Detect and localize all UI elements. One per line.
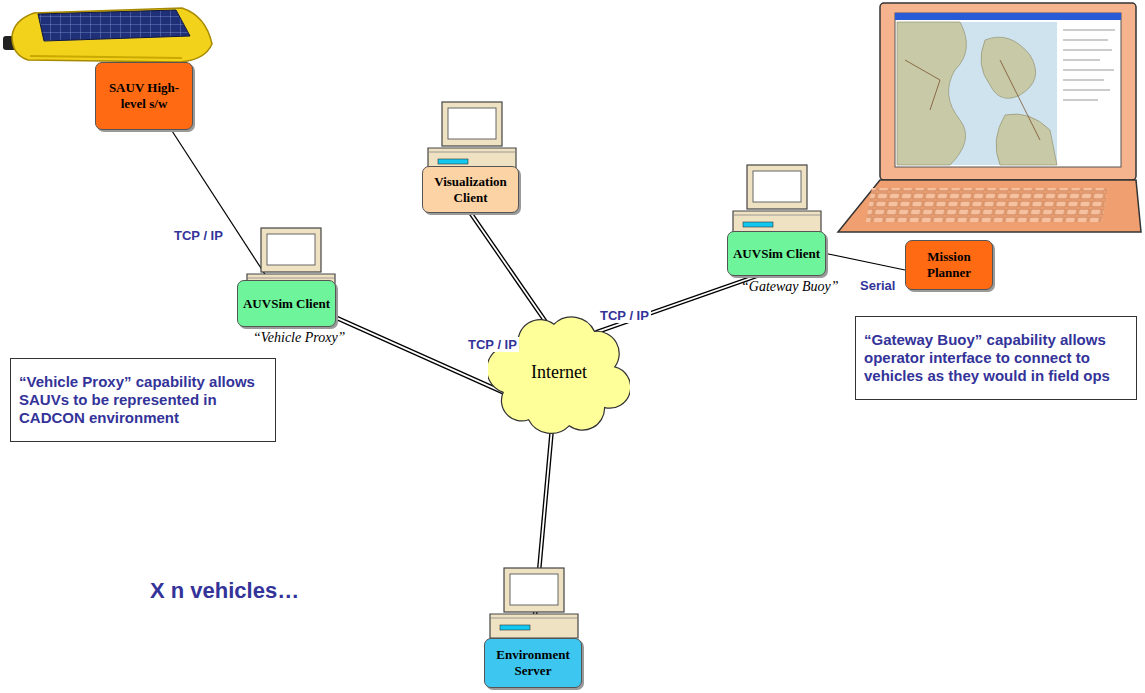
node-text: AUVSim Client xyxy=(243,296,330,312)
node-text: Internet xyxy=(531,362,587,383)
multiplicity-note: X n vehicles… xyxy=(150,578,299,604)
role-caption: “Gateway Buoy” xyxy=(741,279,839,295)
link-line xyxy=(171,130,268,280)
cloud-shape xyxy=(488,317,630,433)
network-link xyxy=(336,318,505,394)
link-label: TCP / IP xyxy=(598,308,651,323)
node-text: SAUV High- level s/w xyxy=(100,80,188,111)
link-line xyxy=(471,213,548,325)
node-text: Mission Planner xyxy=(910,249,988,280)
link-line xyxy=(596,276,757,332)
node-text: Environment Server xyxy=(489,647,577,678)
callout-note: “Vehicle Proxy” capability allows SAUVs … xyxy=(10,358,276,442)
link-inner xyxy=(471,213,548,325)
computer-icon xyxy=(733,165,821,235)
node-text: “Vehicle Proxy” capability allows SAUVs … xyxy=(19,373,267,428)
network-link xyxy=(471,213,548,325)
link-label: Serial xyxy=(858,278,897,293)
computer-icon xyxy=(490,568,578,638)
link-line xyxy=(336,318,505,394)
network-link xyxy=(596,276,757,332)
link-inner xyxy=(596,276,757,332)
link-inner xyxy=(336,318,505,394)
client-box: AUVSim Client xyxy=(237,280,336,327)
role-caption: “Vehicle Proxy” xyxy=(253,330,345,346)
data-link xyxy=(171,130,268,280)
computer-icon xyxy=(428,102,516,172)
link-label: TCP / IP xyxy=(172,228,225,243)
callout-note: “Gateway Buoy” capability allows operato… xyxy=(855,316,1137,400)
software-box: SAUV High- level s/w xyxy=(95,62,193,130)
laptop-icon xyxy=(838,3,1141,232)
link-line xyxy=(826,254,905,271)
client-box: AUVSim Client xyxy=(727,231,826,276)
link-label: TCP / IP xyxy=(466,337,519,352)
sauv-vehicle xyxy=(3,8,212,62)
server-box: Environment Server xyxy=(484,638,582,688)
client-box: Visualization Client xyxy=(422,166,519,213)
node-text: Visualization Client xyxy=(427,174,514,205)
internet-cloud: Internet xyxy=(488,306,630,438)
planner-box: Mission Planner xyxy=(905,240,993,290)
node-text: AUVSim Client xyxy=(733,246,820,262)
node-text: “Gateway Buoy” capability allows operato… xyxy=(864,331,1128,386)
data-link xyxy=(826,254,905,271)
